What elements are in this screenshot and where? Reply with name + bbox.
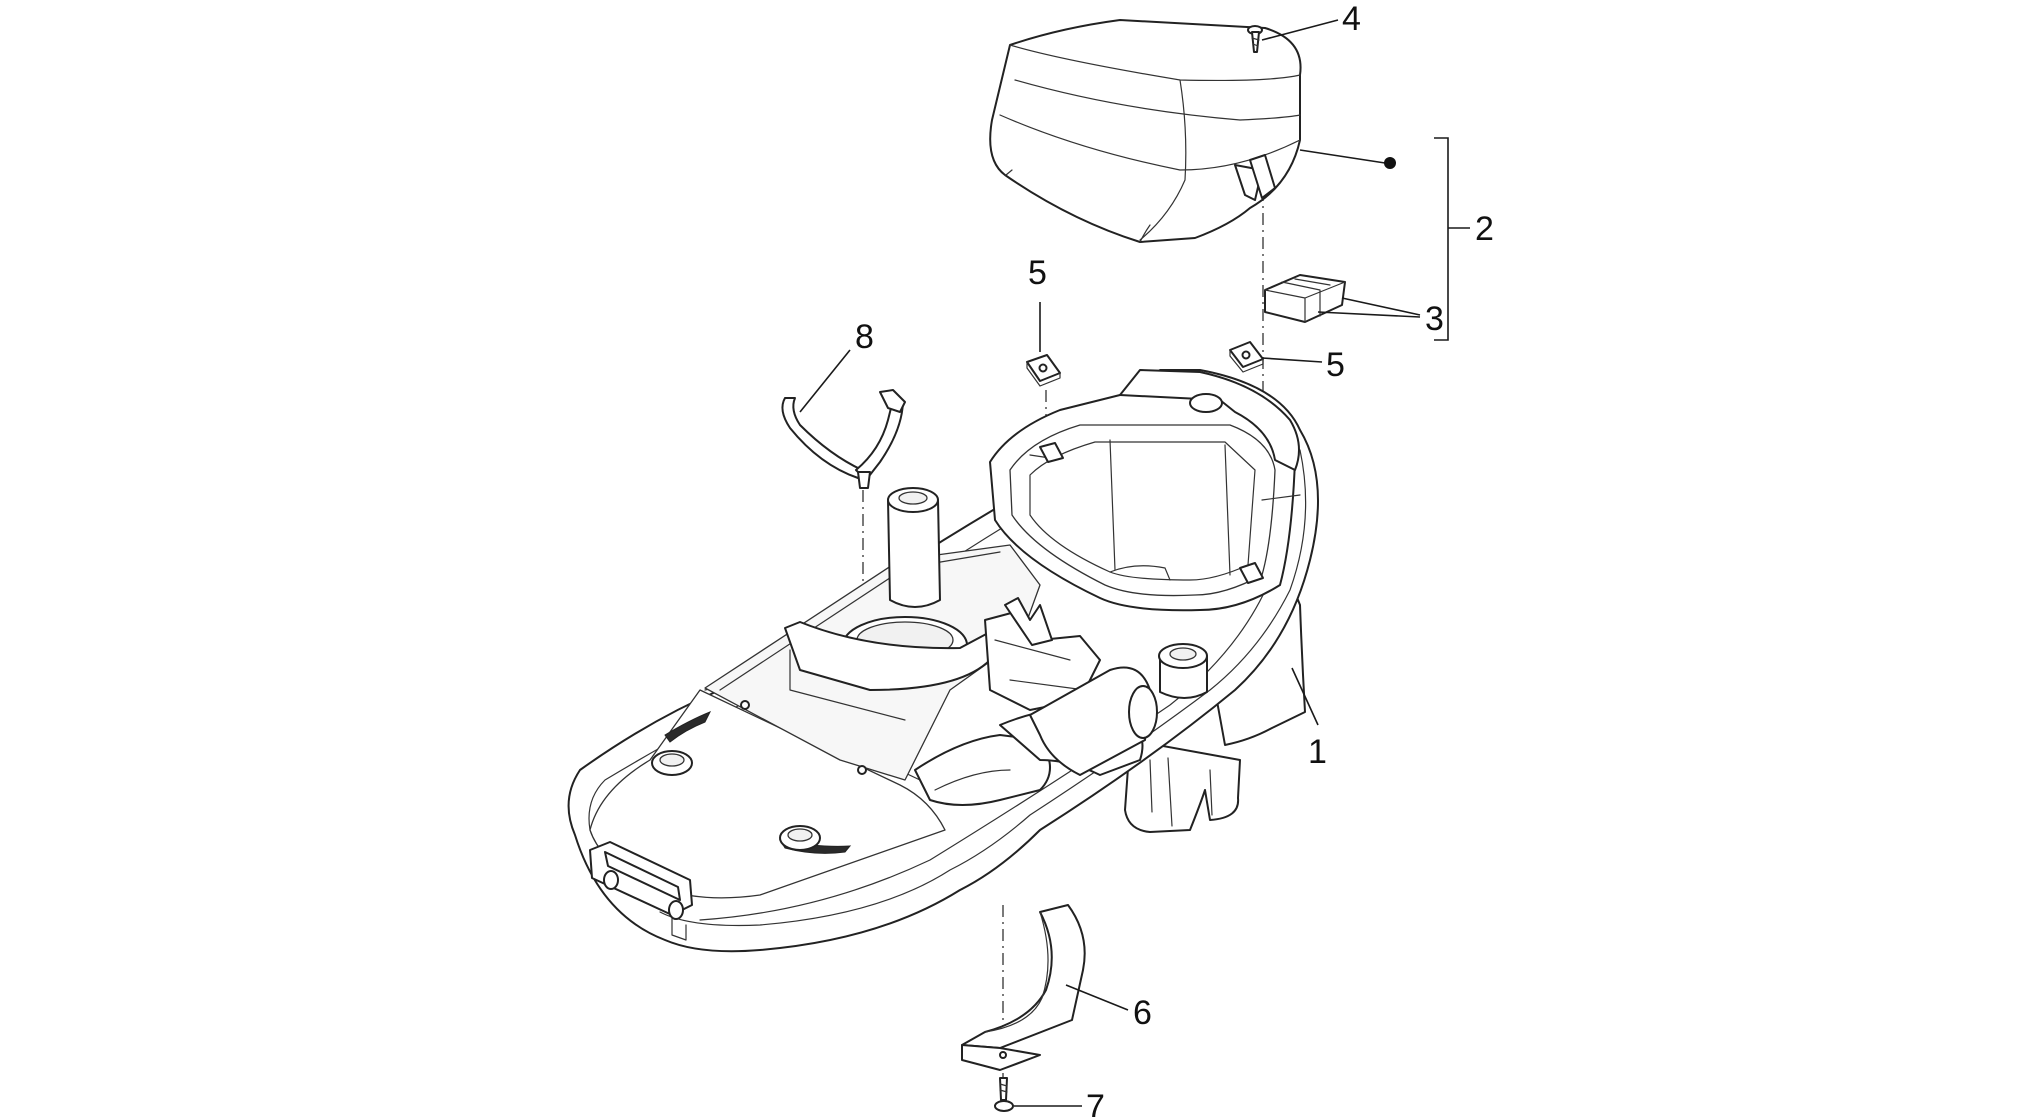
clip-nut-right bbox=[1229, 341, 1264, 373]
callout-8: 8 bbox=[855, 318, 874, 356]
helmet-compartment-tray bbox=[567, 369, 1319, 953]
leader-3a bbox=[1317, 311, 1421, 318]
strap-clip bbox=[781, 389, 906, 489]
clip-nut-left bbox=[1026, 354, 1061, 387]
leader-lines bbox=[799, 19, 1470, 1107]
callout-numbers: 4 2 3 5 5 1 8 6 7 bbox=[855, 0, 1494, 1117]
bracket-2 bbox=[1434, 137, 1449, 341]
tray-nut-seat bbox=[1239, 562, 1264, 584]
callout-5-right: 5 bbox=[1326, 346, 1345, 384]
tray-mount-hole bbox=[1189, 393, 1223, 413]
tray-nut-seat bbox=[1039, 442, 1064, 463]
support-bracket bbox=[961, 904, 1086, 1071]
lid-screw bbox=[1247, 25, 1263, 53]
compartment-lid bbox=[989, 19, 1302, 243]
lid-body bbox=[989, 19, 1302, 243]
leader-2-lid bbox=[1299, 149, 1386, 164]
leader-3b bbox=[1341, 297, 1421, 316]
tray-front-latch bbox=[589, 841, 693, 941]
rubber-pad bbox=[1264, 274, 1346, 323]
callout-5-left: 5 bbox=[1028, 254, 1047, 292]
callout-4: 4 bbox=[1342, 0, 1361, 38]
leader-2-dot bbox=[1384, 157, 1396, 169]
tray-rear-hinge-panel bbox=[1119, 369, 1300, 471]
tray-left-post bbox=[887, 499, 941, 608]
tray-front-channel bbox=[914, 734, 1051, 806]
callout-7: 7 bbox=[1086, 1088, 1105, 1117]
bracket-screw bbox=[994, 1077, 1014, 1112]
tray-right-cylinder bbox=[1029, 666, 1151, 776]
callout-6: 6 bbox=[1133, 994, 1152, 1032]
leader-1 bbox=[1291, 667, 1319, 726]
leader-6 bbox=[1065, 984, 1129, 1011]
callout-3: 3 bbox=[1425, 300, 1444, 338]
leader-8 bbox=[799, 349, 851, 413]
callout-1: 1 bbox=[1308, 733, 1327, 771]
callout-2: 2 bbox=[1475, 210, 1494, 248]
leader-4 bbox=[1261, 19, 1339, 41]
tray-strap-hole bbox=[857, 765, 867, 775]
leader-5-right bbox=[1261, 357, 1323, 363]
